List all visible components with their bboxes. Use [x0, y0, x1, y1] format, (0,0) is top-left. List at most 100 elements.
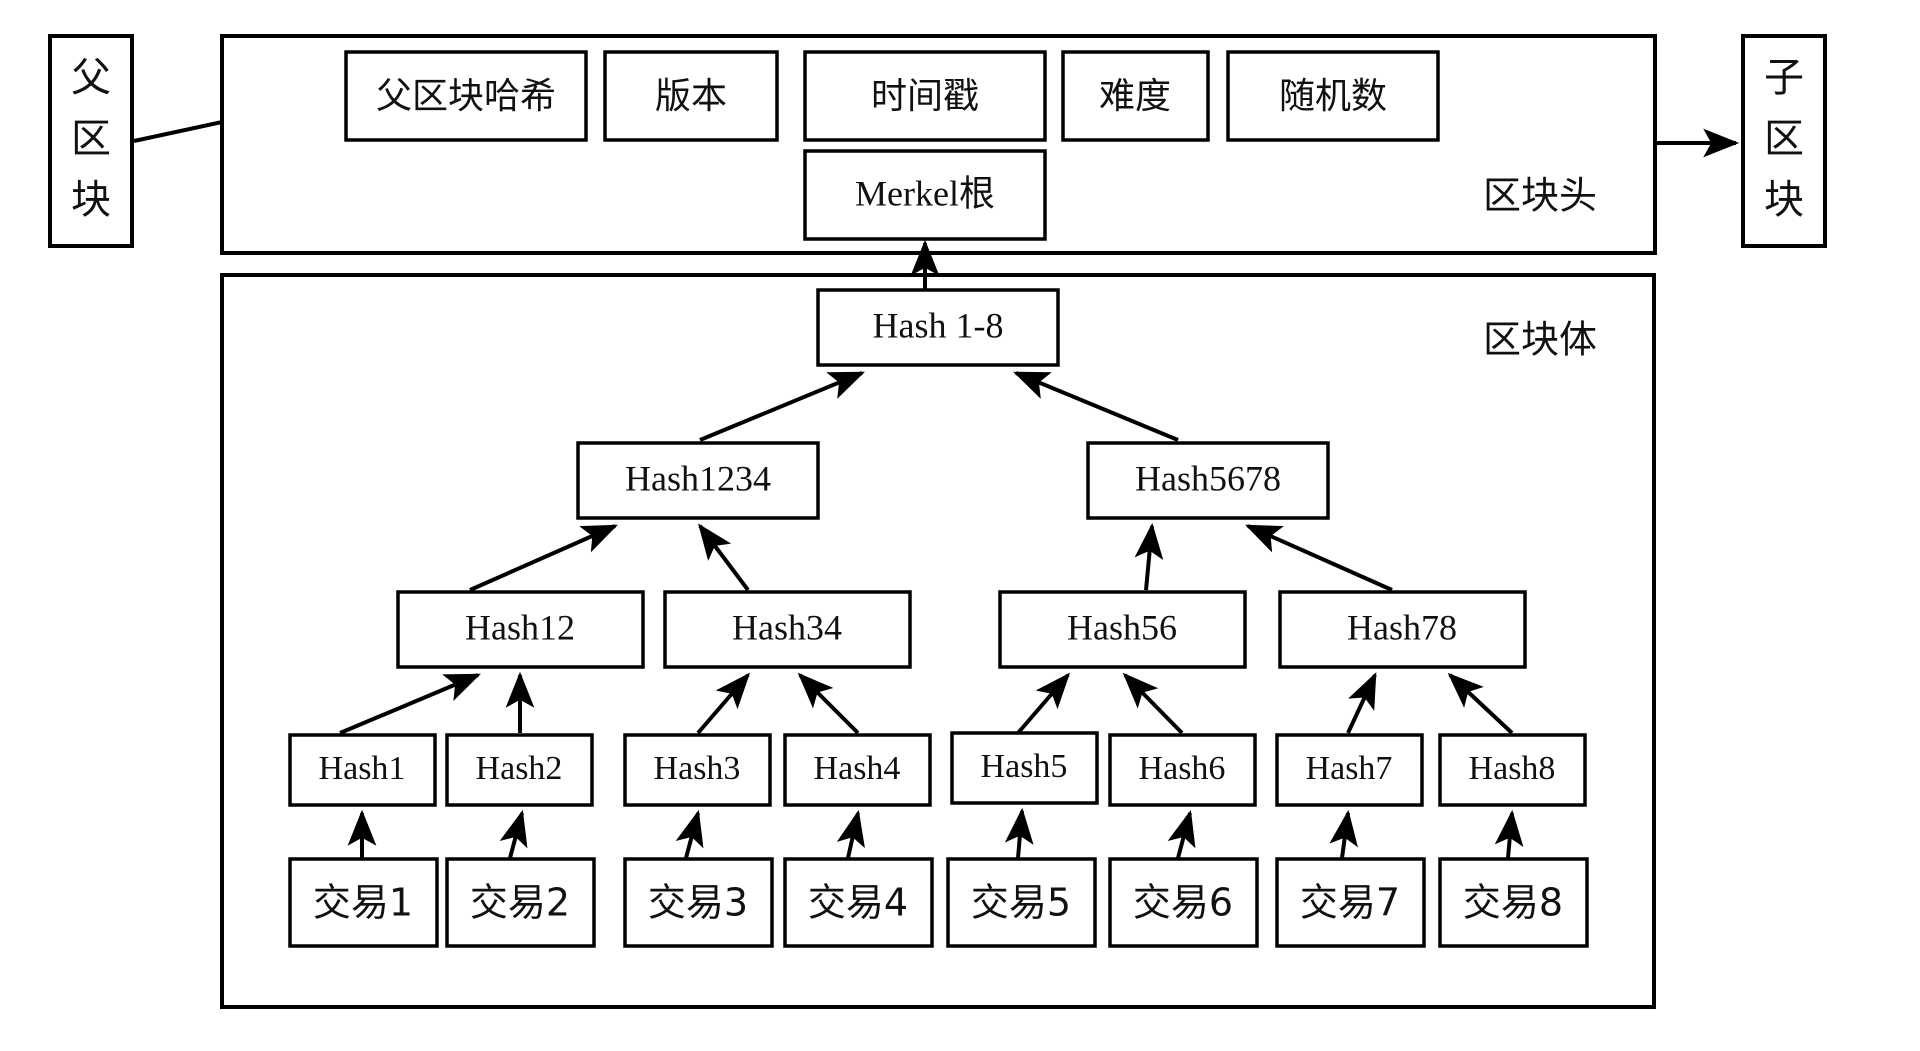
hash1234-label: Hash1234 — [625, 458, 771, 498]
merkle-leaf-hash3[interactable]: Hash3 — [623, 733, 772, 807]
tx7-label: 交易7 — [1300, 881, 1400, 925]
child-block-char-2: 块 — [1764, 177, 1804, 223]
merkle-node-hash5678[interactable]: Hash5678 — [1086, 441, 1330, 520]
hash8-label: Hash8 — [1469, 750, 1556, 787]
merkle-leaf-hash5[interactable]: Hash5 — [950, 731, 1099, 805]
edge-hash3-to-hash34 — [696, 672, 751, 735]
hash5-rect — [950, 731, 1099, 805]
edge-hash7-to-hash78 — [1346, 672, 1377, 734]
hash-1-8-label: Hash 1-8 — [873, 305, 1004, 345]
edge-hash8-to-hash78 — [1447, 672, 1514, 735]
hash1-rect — [288, 733, 437, 807]
hash1-label: Hash1 — [319, 750, 406, 787]
tx6-rect — [1108, 857, 1259, 948]
header-field-merkle-root[interactable]: Merkel根 — [803, 149, 1047, 241]
tx5-label: 交易5 — [971, 881, 1071, 925]
hash5678-rect — [1086, 441, 1330, 520]
merkle-leaf-hash1[interactable]: Hash1 — [288, 733, 437, 807]
merkle-root-label: Merkel根 — [855, 173, 995, 213]
hash5-label: Hash5 — [981, 748, 1068, 785]
edge-tx3-to-hash3 — [675, 809, 704, 859]
hash34-rect — [663, 590, 912, 669]
header-field-version[interactable]: 版本 — [603, 50, 779, 142]
hash-1-8-rect — [816, 288, 1060, 367]
child-block-node[interactable]: 子 区 块 — [1741, 34, 1827, 248]
hash2-label: Hash2 — [476, 750, 563, 787]
tx7-rect — [1275, 857, 1426, 948]
difficulty-label: 难度 — [1099, 76, 1171, 117]
merkle-leaf-hash8[interactable]: Hash8 — [1438, 733, 1587, 807]
parent-block-char-1: 区 — [71, 116, 111, 162]
transaction-node-tx2[interactable]: 交易2 — [445, 857, 596, 948]
parent-block-node[interactable]: 父 区 块 — [48, 34, 134, 248]
merkle-node-hash1234[interactable]: Hash1234 — [576, 441, 820, 520]
block-header-label: 区块头 — [1483, 174, 1597, 218]
hash7-rect — [1275, 733, 1424, 807]
transaction-node-tx1[interactable]: 交易1 — [288, 857, 439, 948]
version-label: 版本 — [655, 76, 727, 117]
tx8-rect — [1438, 857, 1589, 948]
edge-hash5678-to-hash18 — [1013, 371, 1179, 442]
hash1234-rect — [576, 441, 820, 520]
tx2-label: 交易2 — [470, 881, 570, 925]
transaction-node-tx5[interactable]: 交易5 — [946, 857, 1097, 948]
merkle-node-hash78[interactable]: Hash78 — [1278, 590, 1527, 669]
tx5-rect — [946, 857, 1097, 948]
hash3-rect — [623, 733, 772, 807]
merkle-node-hash-1-8[interactable]: Hash 1-8 — [816, 288, 1060, 367]
merkle-leaf-hash4[interactable]: Hash4 — [783, 733, 932, 807]
hash7-label: Hash7 — [1306, 750, 1393, 787]
merkle-leaf-hash2[interactable]: Hash2 — [445, 733, 594, 807]
edge-tx2-to-hash2 — [499, 809, 528, 859]
parent-block-char-0: 父 — [71, 55, 111, 101]
hash12-rect — [396, 590, 645, 669]
transaction-node-tx7[interactable]: 交易7 — [1275, 857, 1426, 948]
parent-block-char-2: 块 — [71, 177, 111, 223]
header-field-difficulty[interactable]: 难度 — [1061, 50, 1210, 142]
hash8-rect — [1438, 733, 1587, 807]
block-body-label: 区块体 — [1483, 318, 1597, 362]
edge-tx4-to-hash4 — [836, 809, 865, 859]
tx3-label: 交易3 — [648, 881, 748, 925]
tx3-rect — [623, 857, 774, 948]
prev-hash-rect — [344, 50, 588, 142]
merkle-node-hash56[interactable]: Hash56 — [998, 590, 1247, 669]
merkle-node-hash12[interactable]: Hash12 — [396, 590, 645, 669]
edge-hash78-to-hash5678 — [1245, 524, 1393, 592]
tx1-label: 交易1 — [313, 881, 413, 925]
hash34-label: Hash34 — [732, 607, 842, 647]
merkle-node-hash34[interactable]: Hash34 — [663, 590, 912, 669]
tx4-label: 交易4 — [808, 881, 908, 925]
hash56-rect — [998, 590, 1247, 669]
timestamp-rect — [803, 50, 1047, 142]
merkle-leaf-hash7[interactable]: Hash7 — [1275, 733, 1424, 807]
child-block-rect — [1741, 34, 1827, 248]
hash6-rect — [1108, 733, 1257, 807]
transaction-node-tx6[interactable]: 交易6 — [1108, 857, 1259, 948]
hash78-rect — [1278, 590, 1527, 669]
header-field-timestamp[interactable]: 时间戳 — [803, 50, 1047, 142]
header-field-nonce[interactable]: 随机数 — [1226, 50, 1440, 142]
prev-hash-label: 父区块哈希 — [376, 76, 556, 117]
edge-tx8-to-hash8 — [1494, 809, 1524, 859]
edge-hash1234-to-hash18 — [699, 371, 865, 442]
header-field-prev-hash[interactable]: 父区块哈希 — [344, 50, 588, 142]
hash5678-label: Hash5678 — [1135, 458, 1281, 498]
hash4-label: Hash4 — [814, 750, 901, 787]
nonce-rect — [1226, 50, 1440, 142]
nonce-label: 随机数 — [1279, 76, 1387, 117]
edge-hash12-to-hash1234 — [469, 524, 618, 592]
hash2-rect — [445, 733, 594, 807]
edge-hash6-to-hash56 — [1122, 672, 1184, 735]
hash4-rect — [783, 733, 932, 807]
transaction-node-tx8[interactable]: 交易8 — [1438, 857, 1589, 948]
edge-hash56-to-hash5678 — [1134, 522, 1164, 591]
transaction-node-tx3[interactable]: 交易3 — [623, 857, 774, 948]
tx2-rect — [445, 857, 596, 948]
edge-hash5-to-hash56 — [1016, 672, 1071, 735]
merkle-leaf-hash6[interactable]: Hash6 — [1108, 733, 1257, 807]
transaction-node-tx4[interactable]: 交易4 — [783, 857, 934, 948]
hash6-label: Hash6 — [1139, 750, 1226, 787]
child-block-char-1: 区 — [1764, 116, 1804, 162]
